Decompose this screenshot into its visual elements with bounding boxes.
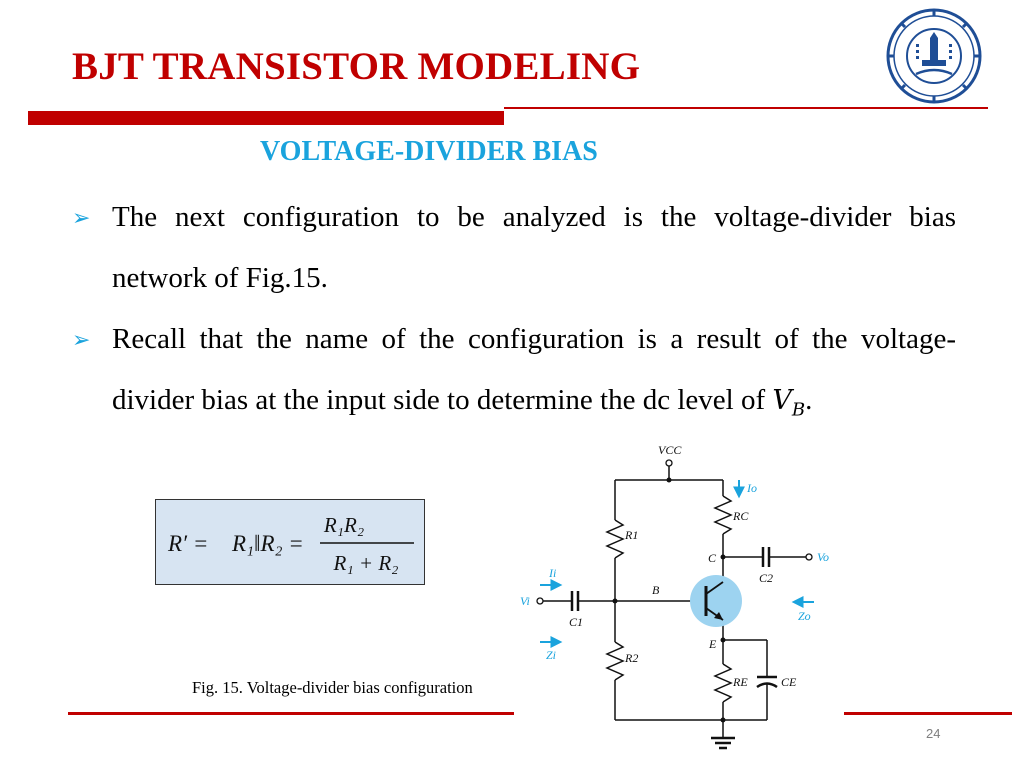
bullet-item: ➢ Recall that the name of the configurat… [72, 309, 956, 440]
label-c1: C1 [569, 615, 583, 629]
bullet-text: The next configuration to be analyzed is… [112, 201, 956, 294]
label-r2: R2 [624, 651, 638, 665]
label-zi: Zi [546, 648, 556, 662]
formula-parallel: R₁‖R₂ = [231, 531, 304, 556]
bullet-item: ➢ The next configuration to be analyzed … [72, 187, 956, 309]
slide-title: BJT TRANSISTOR MODELING [72, 45, 641, 88]
formula-denominator: R₁ + R₂ [333, 551, 399, 575]
formula-numerator: R₁R₂ [323, 513, 364, 537]
math-vb: VB [772, 385, 806, 421]
parallel-resistance-formula: R′ = R₁‖R₂ = R₁R₂ R₁ + R₂ [155, 499, 425, 585]
footer-line-right [844, 712, 1012, 715]
figure-caption: Fig. 15. Voltage-divider bias configurat… [192, 678, 473, 697]
label-zo: Zo [798, 609, 811, 623]
label-b: B [652, 583, 660, 597]
label-ii: Ii [548, 566, 556, 580]
arrowhead-bullet-icon: ➢ [72, 327, 91, 352]
label-re: RE [732, 675, 748, 689]
section-subtitle: VOLTAGE-DIVIDER BIAS [260, 136, 598, 167]
label-rc: RC [732, 509, 749, 523]
bullet-text: Recall that the name of the configuratio… [112, 323, 956, 421]
formula-lhs: R′ = [167, 531, 208, 556]
label-io: Io [746, 481, 757, 495]
title-underline-thick [28, 111, 504, 125]
label-vcc: VCC [658, 443, 682, 457]
label-e: E [708, 637, 717, 651]
title-underline-thin [504, 107, 988, 109]
label-c2: C2 [759, 571, 773, 585]
label-vi: Vi [520, 594, 530, 608]
voltage-divider-bias-circuit: VCC R1 R2 RC RE CE C1 C2 B C E Vi Vo Ii … [520, 443, 829, 750]
label-ce: CE [781, 675, 797, 689]
college-seal-icon [886, 8, 982, 104]
arrowhead-bullet-icon: ➢ [72, 205, 91, 230]
page-number: 24 [926, 726, 941, 741]
label-c: C [708, 551, 717, 565]
label-vo: Vo [817, 550, 829, 564]
footer-line-left [68, 712, 514, 715]
label-r1: R1 [624, 528, 638, 542]
